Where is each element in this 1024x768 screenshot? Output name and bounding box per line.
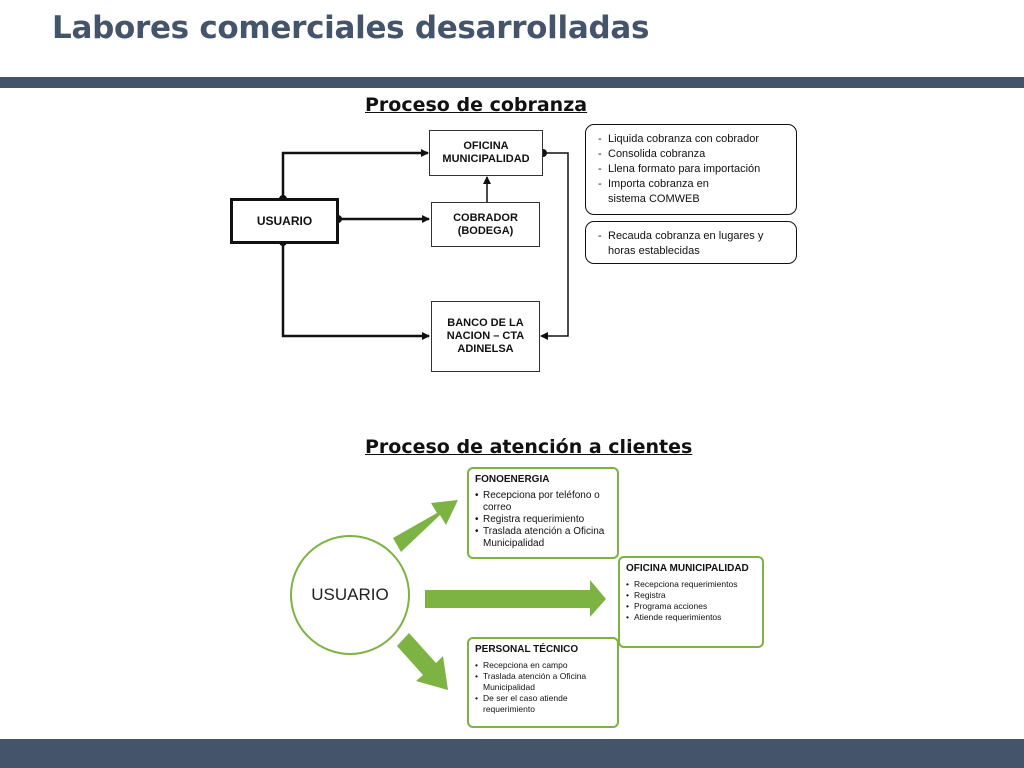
arrow-to-fonoenergia — [393, 500, 458, 552]
banco-node-label: BANCO DE LA NACION – CTA ADINELSA — [446, 317, 525, 355]
atencion-heading: Proceso de atención a clientes — [365, 436, 693, 458]
oficina-municipalidad-box: OFICINA MUNICIPALIDAD Recepciona requeri… — [618, 556, 764, 648]
list-item: Recepciona por teléfono o correo — [475, 490, 611, 514]
list-item: Recauda cobranza en lugares y horas esta… — [598, 229, 788, 259]
fonoenergia-title: FONOENERGIA — [475, 474, 550, 485]
usuario-node: USUARIO — [230, 198, 339, 244]
list-item: Consolida cobranza — [598, 147, 788, 162]
personal-tecnico-box: PERSONAL TÉCNICO Recepciona en campo Tra… — [467, 637, 619, 728]
arrow-to-oficina — [425, 580, 606, 617]
cobranza-heading: Proceso de cobranza — [365, 94, 588, 116]
list-item: Importa cobranza en sistema COMWEB — [598, 177, 788, 207]
banco-nacion-node: BANCO DE LA NACION – CTA ADINELSA — [431, 301, 540, 372]
list-item: De ser el caso atiende requerimiento — [475, 693, 611, 715]
oficina-municipalidad-node: OFICINA MUNICIPALIDAD — [429, 130, 543, 176]
list-item: Traslada atención a Oficina Municipalida… — [475, 526, 611, 550]
connector-usuario-oficina — [281, 149, 429, 199]
list-item: Programa acciones — [626, 601, 756, 612]
list-item: Recepciona requerimientos — [626, 579, 756, 590]
oficina-box-list: Recepciona requerimientos Registra Progr… — [626, 579, 756, 623]
usuario-node-label: USUARIO — [256, 213, 313, 228]
list-item: Registra — [626, 590, 756, 601]
connector-oficina-banco — [540, 152, 569, 340]
usuario-circle: USUARIO — [290, 535, 410, 655]
list-item: Atiende requerimientos — [626, 612, 756, 623]
list-item: Recepciona en campo — [475, 660, 611, 671]
list-item: Registra requerimiento — [475, 514, 611, 526]
cobrador-node-label: COBRADOR (BODEGA) — [453, 211, 518, 237]
list-item: Llena formato para importación — [598, 162, 788, 177]
list-item: Liquida cobranza con cobrador — [598, 132, 788, 147]
connector-usuario-banco — [281, 242, 430, 340]
fonoenergia-box: FONOENERGIA Recepciona por teléfono o co… — [467, 467, 619, 559]
cobrador-tasks-list: Recauda cobranza en lugares y horas esta… — [598, 229, 788, 259]
fonoenergia-list: Recepciona por teléfono o correo Registr… — [475, 490, 611, 550]
cobrador-tasks-note: Recauda cobranza en lugares y horas esta… — [585, 221, 797, 264]
arrow-to-personal-tecnico — [397, 633, 448, 690]
oficina-tasks-note: Liquida cobranza con cobrador Consolida … — [585, 124, 797, 215]
personal-tecnico-title: PERSONAL TÉCNICO — [475, 644, 579, 655]
oficina-box-title: OFICINA MUNICIPALIDAD — [626, 563, 749, 574]
cobrador-bodega-node: COBRADOR (BODEGA) — [431, 202, 540, 247]
oficina-tasks-list: Liquida cobranza con cobrador Consolida … — [598, 132, 788, 207]
footer-bar — [0, 739, 1024, 768]
oficina-node-label: OFICINA MUNICIPALIDAD — [442, 140, 530, 165]
usuario-circle-label: USUARIO — [311, 585, 389, 604]
list-item: Traslada atención a Oficina Municipalida… — [475, 671, 611, 693]
personal-tecnico-list: Recepciona en campo Traslada atención a … — [475, 660, 611, 715]
header-divider-bar — [0, 77, 1024, 88]
slide-title: Labores comerciales desarrolladas — [52, 10, 650, 46]
